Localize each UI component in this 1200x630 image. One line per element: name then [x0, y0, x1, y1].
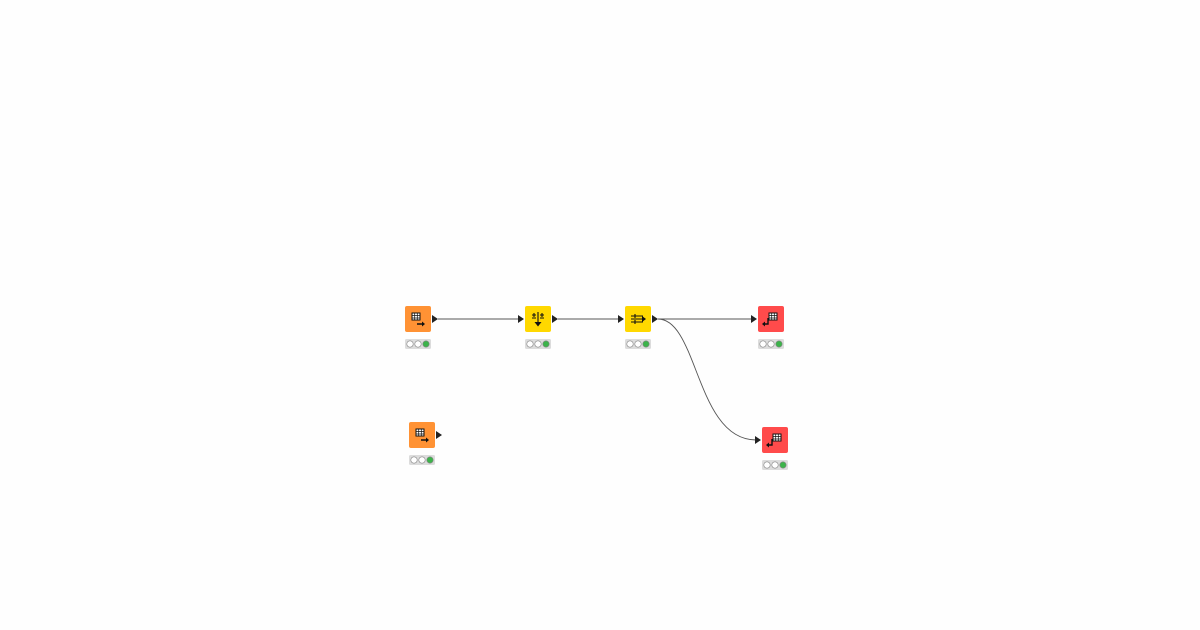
- node-status-traffic-light: [405, 339, 431, 349]
- table-icon: [768, 312, 778, 321]
- status-light-executed: [779, 461, 787, 469]
- arrow-into-table-icon: [764, 318, 769, 325]
- arrow-head-icon: [762, 321, 765, 327]
- output-port[interactable]: [436, 431, 442, 439]
- status-light-idle: [534, 340, 542, 348]
- input-port[interactable]: [518, 315, 524, 323]
- status-light-idle: [763, 461, 771, 469]
- status-light-executed: [422, 340, 430, 348]
- arrow-right-icon: [642, 316, 646, 322]
- workflow-node-manipulator-split[interactable]: [618, 306, 658, 349]
- input-port[interactable]: [751, 315, 757, 323]
- workflow-node-table-writer[interactable]: [755, 427, 788, 470]
- status-light-executed: [542, 340, 550, 348]
- connection-edge[interactable]: [657, 318, 757, 441]
- status-light-idle: [526, 340, 534, 348]
- table-grid-icon: [416, 429, 424, 436]
- workflow-node-table-reader[interactable]: [405, 306, 438, 349]
- arrow-into-table-icon: [768, 439, 773, 446]
- table-grid-icon: [773, 434, 781, 441]
- status-light-executed: [426, 456, 434, 464]
- table-grid-icon: [769, 313, 777, 320]
- status-light-idle: [634, 340, 642, 348]
- status-light-idle: [626, 340, 634, 348]
- sort-lines-icon: [532, 312, 544, 324]
- node-status-traffic-light: [758, 339, 784, 349]
- status-light-idle: [410, 456, 418, 464]
- status-light-idle: [771, 461, 779, 469]
- arrow-head-icon: [766, 442, 769, 448]
- node-status-traffic-light: [525, 339, 551, 349]
- table-icon: [772, 433, 782, 442]
- status-light-executed: [642, 340, 650, 348]
- status-light-executed: [775, 340, 783, 348]
- arrow-down-icon: [534, 322, 542, 327]
- workflow-node-table-writer[interactable]: [751, 306, 784, 349]
- table-icon: [411, 312, 421, 321]
- status-light-idle: [406, 340, 414, 348]
- status-light-idle: [767, 340, 775, 348]
- status-light-idle: [418, 456, 426, 464]
- arrow-head-icon: [422, 321, 425, 327]
- workflow-node-table-reader[interactable]: [409, 422, 442, 465]
- output-port[interactable]: [652, 315, 658, 323]
- split-lines-icon: [631, 314, 643, 324]
- table-icon: [415, 428, 425, 437]
- output-port[interactable]: [432, 315, 438, 323]
- workflow-node-manipulator-sort[interactable]: [518, 306, 558, 349]
- input-port[interactable]: [755, 436, 761, 444]
- node-status-traffic-light: [762, 460, 788, 470]
- node-status-traffic-light: [625, 339, 651, 349]
- table-grid-icon: [412, 313, 420, 320]
- input-port[interactable]: [618, 315, 624, 323]
- node-status-traffic-light: [409, 455, 435, 465]
- status-light-idle: [414, 340, 422, 348]
- output-port[interactable]: [552, 315, 558, 323]
- status-light-idle: [759, 340, 767, 348]
- arrow-head-icon: [426, 437, 429, 443]
